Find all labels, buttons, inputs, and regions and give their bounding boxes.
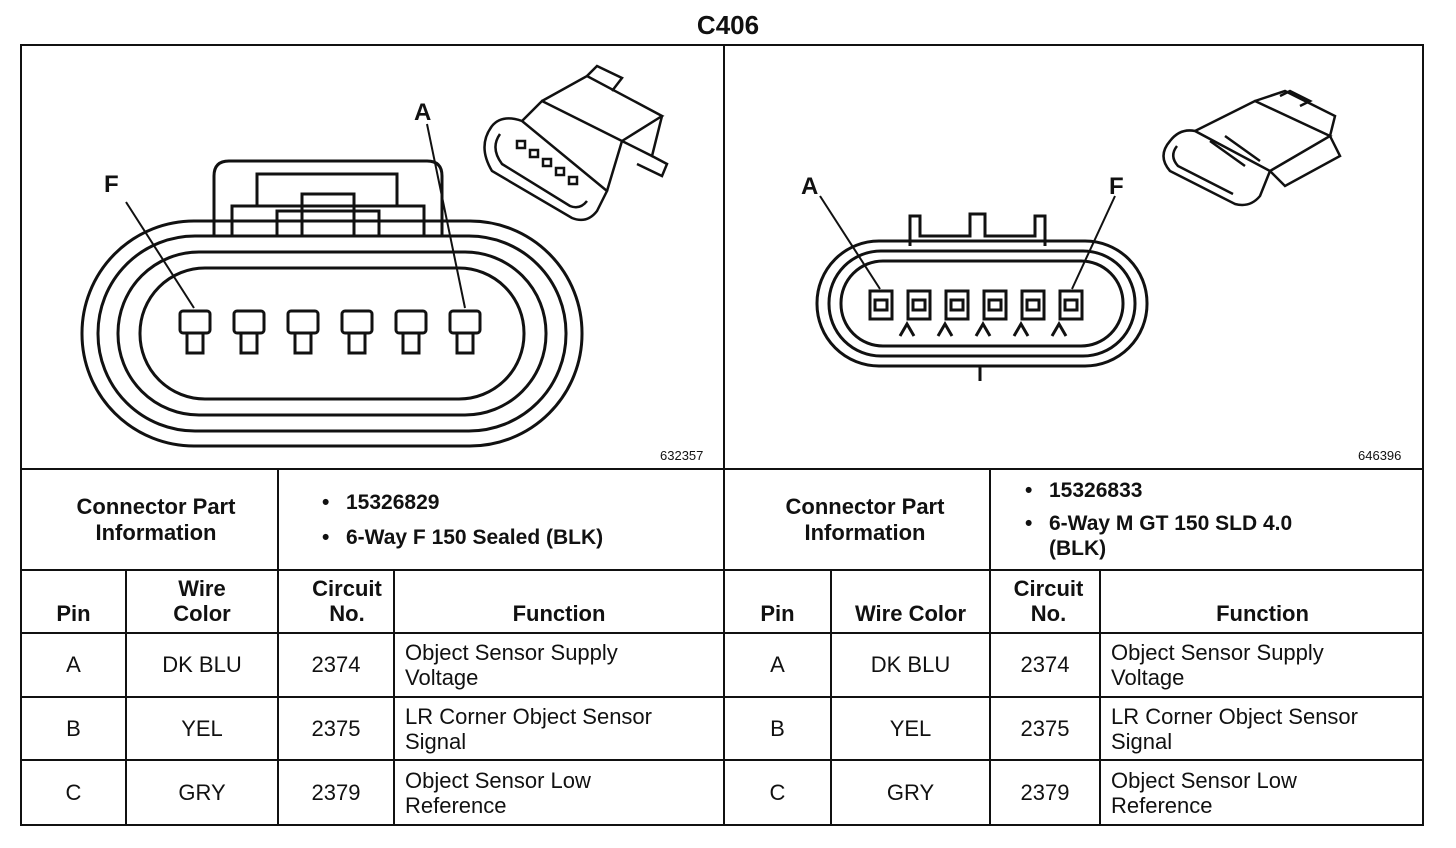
list-item: •15326829 xyxy=(322,491,440,514)
left-pin-label-f: F xyxy=(104,171,119,198)
right-row-c-circuit: 2379 xyxy=(1020,779,1070,805)
left-row-c-circuit: 2379 xyxy=(311,779,361,805)
left-header-circuit: Circuit No. xyxy=(312,576,382,626)
left-pin-cavities xyxy=(178,309,482,355)
left-part-divider xyxy=(277,468,279,826)
right-row-c-pin: C xyxy=(769,779,786,805)
left-header-function: Function xyxy=(512,601,606,626)
right-connector-thumbnail xyxy=(1162,89,1342,207)
right-leader-f xyxy=(1071,195,1116,290)
left-row-c-wire-color: GRY xyxy=(178,779,226,805)
right-circuit-divider xyxy=(1099,569,1101,826)
left-leader-a xyxy=(426,123,466,309)
left-part-info-label: Connector Part Information xyxy=(76,493,236,545)
right-pin-label-f: F xyxy=(1109,173,1124,200)
page-title: C406 xyxy=(696,10,760,40)
left-row-b-wire-color: YEL xyxy=(181,715,223,741)
left-row-a-wire-color: DK BLU xyxy=(162,652,242,677)
right-header-circuit: Circuit No. xyxy=(1013,576,1084,626)
left-row-b-circuit: 2375 xyxy=(311,715,361,741)
right-part-info-list: •15326833 •6-Way M GT 150 SLD 4.0 (BLK) xyxy=(1025,478,1325,561)
right-row-b-wire-color: YEL xyxy=(889,715,932,741)
right-part-divider xyxy=(989,468,991,826)
left-row-b-function: LR Corner Object Sensor Signal xyxy=(405,703,652,754)
left-row-c-function: Object Sensor Low Reference xyxy=(405,767,591,818)
right-row-a-circuit: 2374 xyxy=(1020,652,1070,677)
right-row-b-pin: B xyxy=(770,715,785,741)
list-item: •6-Way M GT 150 SLD 4.0 (BLK) xyxy=(1025,512,1293,560)
center-divider xyxy=(723,44,725,826)
right-pin-cavities xyxy=(868,289,1084,337)
right-row-a-function: Object Sensor Supply Voltage xyxy=(1111,640,1324,690)
right-pin-divider xyxy=(830,569,832,826)
row-b-bottom-line xyxy=(20,759,1424,761)
right-row-b-circuit: 2375 xyxy=(1020,715,1070,741)
right-header-pin: Pin xyxy=(760,601,795,626)
left-header-pin: Pin xyxy=(56,601,91,626)
left-row-a-circuit: 2374 xyxy=(311,652,361,677)
right-leader-a xyxy=(819,195,881,290)
right-row-a-pin: A xyxy=(770,652,785,677)
left-figure-id: 632357 xyxy=(660,448,704,463)
left-row-b-pin: B xyxy=(66,715,81,741)
right-row-a-wire-color: DK BLU xyxy=(870,652,951,677)
left-part-info-list: •15326829 •6-Way F 150 Sealed (BLK) xyxy=(322,490,603,550)
left-row-a-function: Object Sensor Supply Voltage xyxy=(405,640,618,690)
list-item: •6-Way F 150 Sealed (BLK) xyxy=(322,526,604,549)
left-pin-divider xyxy=(125,569,127,826)
list-item: •15326833 xyxy=(1025,479,1143,502)
right-row-c-wire-color: GRY xyxy=(886,779,935,805)
left-connector-thumbnail xyxy=(483,64,669,222)
left-row-c-pin: C xyxy=(65,779,82,805)
left-leader-f xyxy=(125,201,195,309)
figure-bottom-line xyxy=(20,468,1424,470)
right-pin-label-a: A xyxy=(801,173,818,200)
right-row-b-function: LR Corner Object Sensor Signal xyxy=(1111,703,1358,754)
right-connector-drawing: A F xyxy=(801,89,1342,381)
connector-chart-frame xyxy=(20,44,1424,826)
right-row-c-function: Object Sensor Low Reference xyxy=(1111,767,1297,818)
row-a-bottom-line xyxy=(20,696,1424,698)
left-header-wire-color: Wire Color xyxy=(173,576,231,626)
left-row-a-pin: A xyxy=(66,652,81,677)
left-pin-label-a: A xyxy=(414,99,431,126)
left-connector-drawing: F A xyxy=(80,64,669,448)
right-figure-id: 646396 xyxy=(1358,448,1402,463)
left-circuit-divider xyxy=(393,569,395,826)
header-bottom-line xyxy=(20,632,1424,634)
right-header-wire-color: Wire Color xyxy=(854,601,967,626)
part-info-bottom-line xyxy=(20,569,1424,571)
right-header-function: Function xyxy=(1216,601,1309,626)
right-part-info-label: Connector Part Information xyxy=(785,493,945,545)
